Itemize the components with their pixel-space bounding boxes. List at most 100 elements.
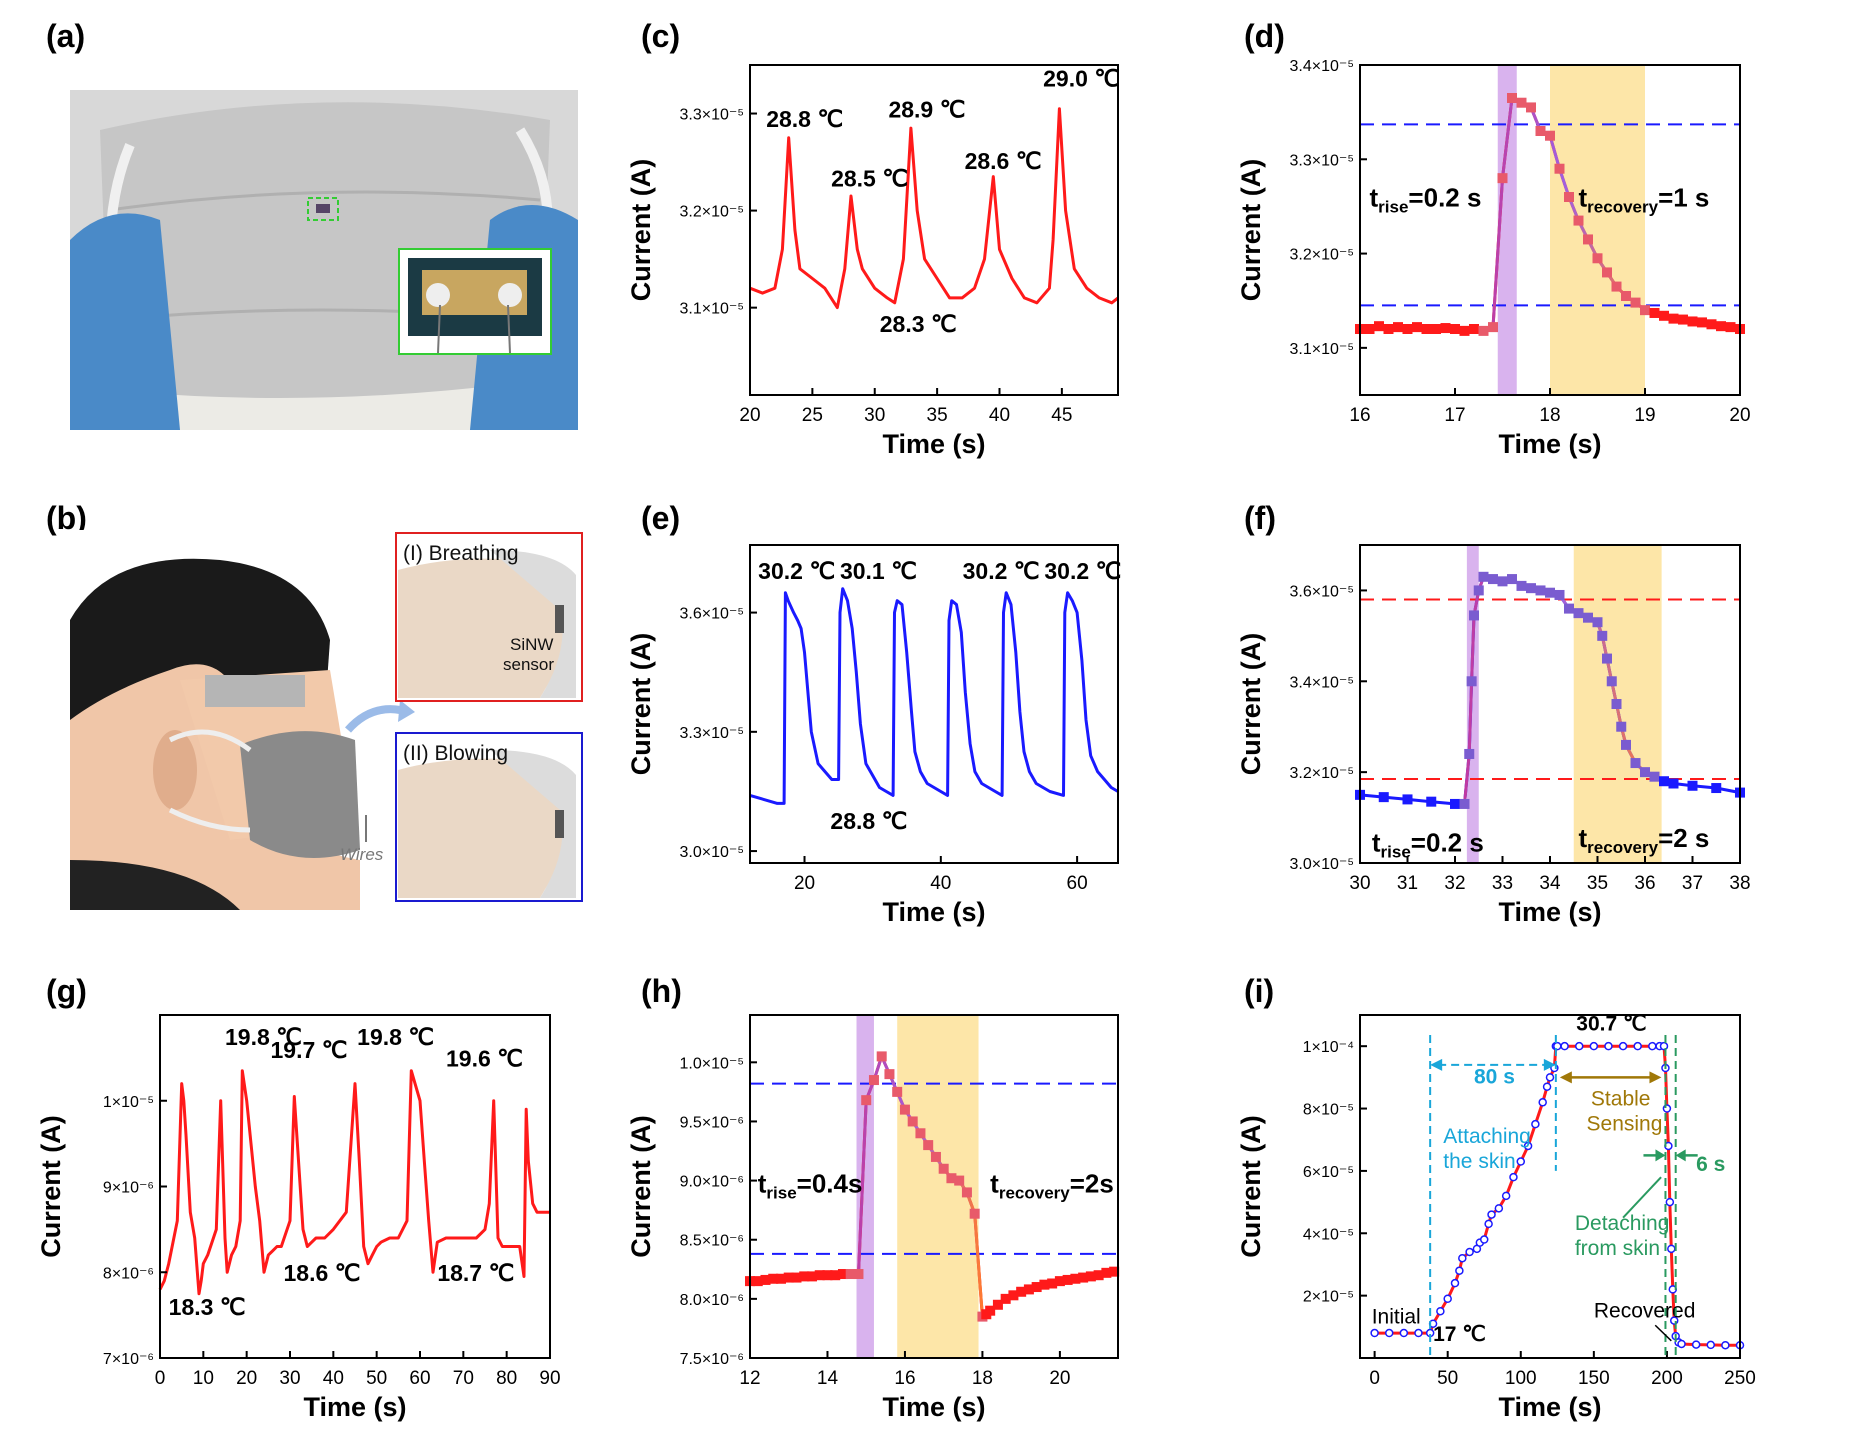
data-point bbox=[938, 1163, 949, 1174]
data-point bbox=[985, 1305, 996, 1316]
y-axis-label: Current (A) bbox=[626, 633, 656, 776]
x-tick-label: 35 bbox=[927, 405, 948, 426]
data-point bbox=[775, 1273, 786, 1284]
data-point bbox=[1093, 1270, 1104, 1281]
x-tick-label: 0 bbox=[155, 1368, 166, 1389]
y-tick-label: 3.1×10⁻⁵ bbox=[680, 301, 744, 318]
privacy-bar bbox=[205, 675, 305, 707]
annotation: 28.8 ℃ bbox=[830, 808, 907, 834]
annotation: 28.8 ℃ bbox=[766, 106, 843, 132]
x-tick-label: 60 bbox=[409, 1368, 430, 1389]
annotation: 19.8 ℃ bbox=[357, 1024, 434, 1050]
data-point bbox=[1516, 580, 1527, 591]
data-point bbox=[1443, 1294, 1452, 1304]
data-point bbox=[837, 1269, 848, 1280]
data-point bbox=[876, 1051, 887, 1062]
x-axis-label: Time (s) bbox=[882, 1392, 985, 1422]
y-tick-label: 8×10⁻⁵ bbox=[1303, 1102, 1354, 1119]
data-point bbox=[1016, 1286, 1027, 1297]
x-tick-label: 25 bbox=[802, 405, 823, 426]
annotation: Attaching bbox=[1443, 1125, 1531, 1148]
data-point bbox=[1450, 798, 1460, 809]
ear bbox=[153, 730, 197, 810]
data-point bbox=[1479, 1235, 1489, 1244]
data-point bbox=[1469, 610, 1479, 621]
annotation: 28.5 ℃ bbox=[831, 165, 908, 191]
data-point bbox=[1023, 1284, 1034, 1295]
data-point bbox=[884, 1069, 895, 1080]
annotation: 29.0 ℃ bbox=[1043, 65, 1120, 91]
x-tick-label: 0 bbox=[1369, 1368, 1380, 1389]
data-point bbox=[1054, 1276, 1065, 1287]
plot-frame bbox=[749, 544, 1119, 864]
panel-label-g: (g) bbox=[46, 973, 87, 1009]
data-point bbox=[1031, 1282, 1042, 1293]
data-point bbox=[1649, 771, 1660, 782]
x-tick-label: 33 bbox=[1492, 873, 1513, 894]
person-illustration bbox=[70, 530, 360, 910]
sensor-highlight-box bbox=[307, 197, 339, 221]
time-band bbox=[1466, 545, 1479, 863]
x-tick-label: 12 bbox=[739, 1368, 760, 1389]
data-point bbox=[969, 1208, 980, 1219]
x-tick-label: 20 bbox=[236, 1368, 257, 1389]
annotation: 19.8 ℃ bbox=[225, 1024, 302, 1050]
data-point bbox=[923, 1140, 934, 1151]
data-point bbox=[1691, 1340, 1701, 1349]
data-point bbox=[1488, 322, 1498, 333]
data-point bbox=[1378, 792, 1389, 803]
y-tick-label: 3.2×10⁻⁵ bbox=[1290, 247, 1354, 264]
time-band bbox=[897, 1015, 979, 1358]
data-point bbox=[1383, 324, 1394, 334]
data-point bbox=[1545, 587, 1555, 598]
annotation: trecovery=1 s bbox=[1579, 182, 1710, 216]
annotation: 30.2 ℃ bbox=[1044, 558, 1121, 584]
data-point bbox=[1101, 1267, 1112, 1278]
data-point bbox=[1426, 796, 1437, 807]
time-band bbox=[1550, 65, 1645, 395]
data-point bbox=[1649, 307, 1660, 318]
data-point bbox=[1494, 1204, 1504, 1213]
data-point bbox=[1687, 316, 1698, 327]
data-point bbox=[1469, 324, 1479, 334]
data-point bbox=[1597, 630, 1608, 641]
time-band bbox=[1497, 65, 1517, 395]
data-point bbox=[1374, 321, 1384, 332]
data-point bbox=[783, 1272, 794, 1283]
data-point bbox=[1573, 608, 1584, 619]
x-axis-label: Time (s) bbox=[882, 429, 985, 459]
data-point bbox=[1078, 1272, 1089, 1283]
annotation: Sensing bbox=[1587, 1112, 1663, 1135]
data-point bbox=[1706, 1340, 1716, 1350]
annotation: trecovery=2 s bbox=[1579, 823, 1710, 857]
x-tick-label: 30 bbox=[1349, 873, 1370, 894]
data-point bbox=[853, 1269, 864, 1280]
data-point bbox=[1574, 1041, 1584, 1051]
data-point bbox=[1450, 1278, 1460, 1288]
data-point bbox=[845, 1269, 856, 1280]
y-tick-label: 3.2×10⁻⁵ bbox=[1290, 765, 1354, 782]
data-point bbox=[1665, 1197, 1675, 1207]
annotation: Recovered bbox=[1594, 1299, 1696, 1322]
data-point bbox=[961, 1187, 972, 1198]
data-point bbox=[1414, 1328, 1423, 1338]
data-point bbox=[1473, 585, 1484, 596]
arrow-icon bbox=[344, 705, 401, 733]
glove-left bbox=[70, 213, 180, 430]
annotation: Detaching bbox=[1575, 1212, 1670, 1235]
data-point bbox=[1725, 322, 1736, 333]
data-point bbox=[1583, 234, 1593, 245]
x-axis-label: Time (s) bbox=[1498, 429, 1601, 459]
y-tick-label: 3.6×10⁻⁵ bbox=[680, 606, 744, 623]
data-point bbox=[1618, 1041, 1628, 1051]
data-point bbox=[946, 1173, 957, 1184]
data-point bbox=[1659, 1041, 1669, 1051]
data-point bbox=[830, 1270, 841, 1281]
x-tick-label: 70 bbox=[453, 1368, 474, 1389]
x-tick-label: 80 bbox=[496, 1368, 517, 1389]
data-point bbox=[1465, 1247, 1474, 1257]
arrow-icon bbox=[1655, 1149, 1666, 1162]
y-tick-label: 8.0×10⁻⁶ bbox=[680, 1292, 744, 1309]
data-point bbox=[892, 1086, 903, 1097]
